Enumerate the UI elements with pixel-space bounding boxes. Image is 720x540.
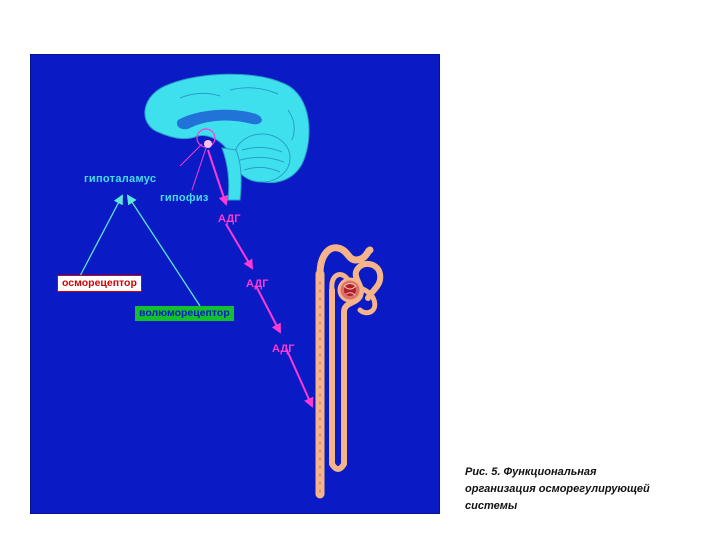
- adh-label-1: АДГ: [218, 213, 241, 225]
- label-pointer-lines: [179, 143, 207, 191]
- caption-line: организация осморегулирующей: [465, 483, 650, 495]
- osmoregulation-diagram: [79, 73, 384, 499]
- caption-line: системы: [465, 500, 518, 512]
- figure-caption: Рис. 5. Функциональная организация осмор…: [465, 464, 715, 515]
- hypothalamus-label: гипоталамус: [84, 173, 157, 185]
- osmoreceptor-box: осморецептор: [57, 275, 142, 292]
- diagram-panel: гипоталамус гипофиз АДГ АДГ АДГ осмореце…: [30, 54, 440, 514]
- pituitary-label: гипофиз: [160, 192, 209, 204]
- brain-illustration: [144, 73, 310, 201]
- adh-label-2: АДГ: [246, 278, 269, 290]
- receptor-lines: [79, 194, 201, 307]
- adh-pathway: [207, 149, 314, 408]
- volumoreceptor-box: волюморецептор: [135, 306, 234, 321]
- adh-label-3: АДГ: [272, 343, 295, 355]
- caption-line: Рис. 5. Функциональная: [465, 466, 597, 478]
- nephron-illustration: [315, 244, 384, 499]
